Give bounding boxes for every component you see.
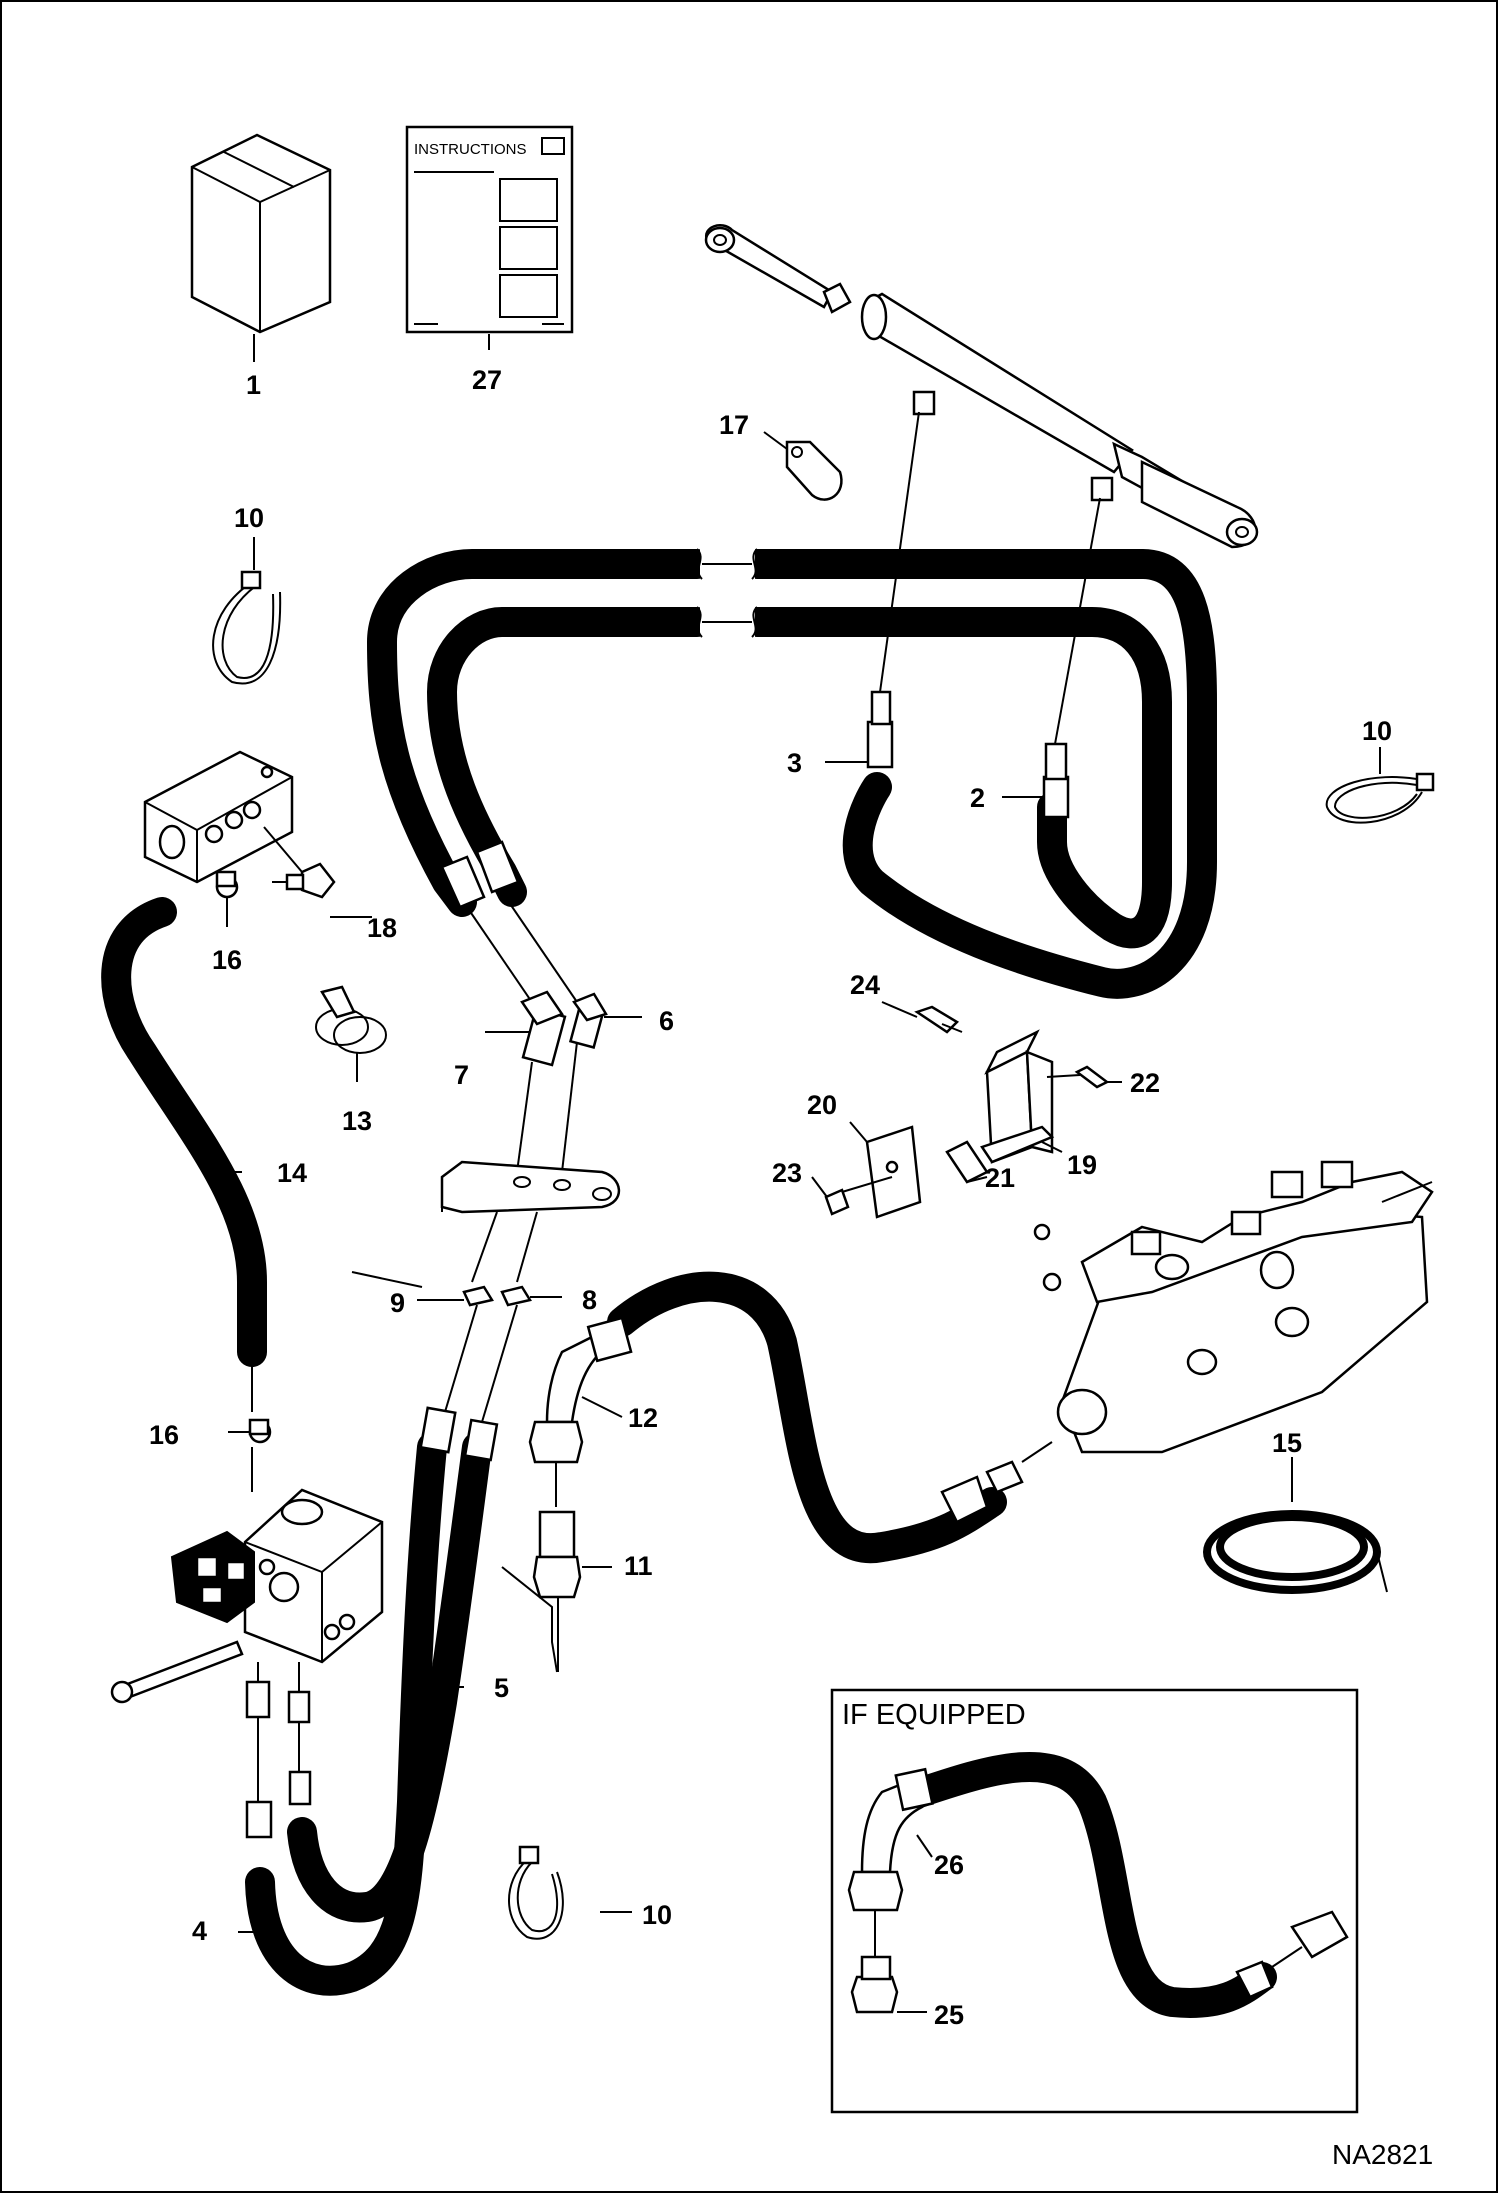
part-hose-coil	[1203, 1457, 1388, 1594]
part-instructions	[405, 125, 574, 350]
callout-2: 2	[970, 783, 985, 813]
part-cable-tie	[1325, 747, 1435, 824]
hose-fitting	[440, 840, 578, 1018]
callout-21: 21	[985, 1163, 1015, 1193]
part-clip	[763, 431, 843, 501]
part-cylinder	[704, 224, 1259, 549]
instructions-text: INSTRUCTIONS	[414, 141, 527, 158]
callout-10-b: 10	[1362, 716, 1392, 746]
part-hose-clamp	[215, 870, 239, 927]
part-cable-tie	[212, 537, 282, 685]
part-adapter-fitting	[532, 1510, 612, 1672]
part-bracket	[440, 1160, 621, 1283]
part-control-valve	[1033, 1160, 1434, 1454]
part-hose-clamp	[228, 1418, 272, 1492]
callout-25: 25	[934, 2000, 964, 2030]
callout-15: 15	[1272, 1428, 1302, 1458]
callout-18: 18	[367, 913, 397, 943]
part-bracket-assembly	[811, 1001, 1122, 1219]
part-bolt	[110, 1640, 244, 1704]
part-hose-clamp	[315, 985, 387, 1082]
drawing-code: NA2821	[1332, 2139, 1433, 2170]
hose-fitting	[419, 1406, 499, 1462]
part-elbow-fitting	[485, 990, 642, 1173]
part-cable-tie	[508, 1845, 632, 1940]
callout-16-a: 16	[212, 945, 242, 975]
callout-6: 6	[659, 1006, 674, 1036]
hose-drain	[101, 897, 267, 1412]
callout-17: 17	[719, 410, 749, 440]
callout-23: 23	[772, 1158, 802, 1188]
part-valve-block	[143, 750, 372, 918]
callout-19: 19	[1067, 1150, 1097, 1180]
callout-22: 22	[1130, 1068, 1160, 1098]
callout-8: 8	[582, 1285, 597, 1315]
callout-24: 24	[850, 970, 880, 1000]
callout-7: 7	[454, 1060, 469, 1090]
callout-20: 20	[807, 1090, 837, 1120]
callout-13: 13	[342, 1106, 372, 1136]
callout-14: 14	[277, 1158, 307, 1188]
callout-26: 26	[934, 1850, 964, 1880]
callout-4: 4	[192, 1916, 207, 1946]
part-box	[190, 133, 332, 362]
part-valve	[170, 1488, 384, 1664]
callout-10-a: 10	[234, 503, 264, 533]
callout-5: 5	[494, 1673, 509, 1703]
callout-27: 27	[472, 365, 502, 395]
callout-12: 12	[628, 1403, 658, 1433]
hose-long	[367, 549, 1217, 999]
callout-16-b: 16	[149, 1420, 179, 1450]
part-fitting	[245, 1662, 311, 1802]
if-equipped-title: IF EQUIPPED	[842, 1699, 1026, 1731]
part-nut	[417, 1285, 562, 1423]
leader-lines	[351, 1271, 423, 1288]
callout-11: 11	[624, 1551, 653, 1581]
hose-control	[528, 1271, 1053, 1564]
callout-1: 1	[246, 370, 261, 400]
callout-3: 3	[787, 748, 802, 778]
callout-10-c: 10	[642, 1900, 672, 1930]
leader	[501, 1566, 558, 1673]
hose-lower	[238, 1432, 492, 1996]
callout-9: 9	[390, 1288, 405, 1318]
hose-fitting	[825, 411, 1101, 819]
hose-break	[696, 542, 758, 642]
if-equipped-box	[830, 1688, 1359, 2114]
